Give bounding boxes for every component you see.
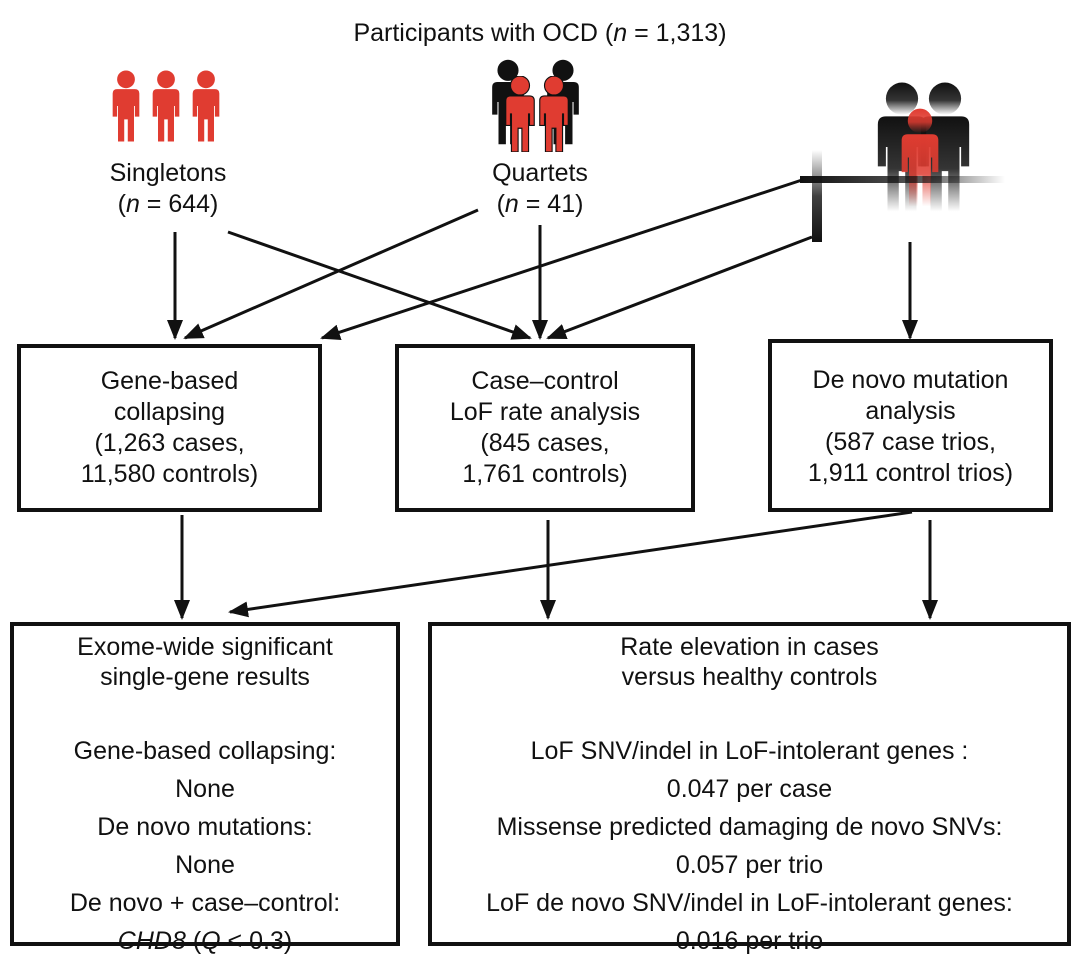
- single-gene-results-box: Exome-wide significant single-gene resul…: [10, 622, 400, 955]
- results-right-r3-label: LoF de novo SNV/indel in LoF-intolerant …: [486, 889, 1013, 917]
- singletons-n-var: n: [125, 190, 140, 218]
- results-left-title1: Exome-wide significant: [77, 633, 333, 661]
- chd8-gene: CHD8: [117, 927, 186, 955]
- quartets-open-paren: (: [496, 190, 505, 218]
- trio-vertical-connector: [812, 150, 822, 242]
- singleton-person-3: [192, 70, 220, 142]
- de-novo-line2: analysis: [865, 397, 956, 425]
- results-left-title2: single-gene results: [100, 663, 310, 691]
- header-prefix: Participants with OCD (: [353, 19, 614, 47]
- results-right-r1-value: 0.047 per case: [666, 775, 833, 803]
- results-right-r2-value: 0.057 per trio: [675, 851, 824, 879]
- gene-based-line1: Gene-based: [100, 367, 239, 395]
- results-right-r2-label: Missense predicted damaging de novo SNVs…: [496, 813, 1003, 841]
- results-left-r3-value: CHD8 (Q < 0.3): [14, 922, 396, 960]
- arrow-denovo-to-results-left: [228, 510, 913, 618]
- arrow-quartets-to-gene: [183, 208, 479, 340]
- quartets-count: (n = 41): [440, 189, 640, 220]
- case-control-line3: (845 cases,: [480, 429, 610, 457]
- singleton-person-1: [112, 70, 140, 142]
- arrows-top: [167, 178, 918, 340]
- case-control-line2: LoF rate analysis: [449, 398, 641, 426]
- quartets-label-block: Quartets (n = 41): [440, 158, 640, 220]
- quartets-label: Quartets: [492, 159, 588, 187]
- singletons-count: (n = 644): [68, 189, 268, 220]
- de-novo-line3: (587 case trios,: [825, 428, 996, 456]
- de-novo-mutation-box: De novo mutation analysis (587 case trio…: [768, 339, 1053, 512]
- singletons-open-paren: (: [117, 190, 126, 218]
- results-left-r3-open: (: [185, 927, 202, 955]
- singleton-person-2: [152, 70, 180, 142]
- de-novo-line4: 1,911 control trios): [807, 459, 1014, 487]
- header-n-var: n: [613, 19, 628, 47]
- case-control-line1: Case–control: [471, 367, 619, 395]
- results-left-r3-label: De novo + case–control:: [69, 889, 341, 917]
- results-left-r2-label: De novo mutations:: [97, 813, 313, 841]
- header-suffix: = 1,313): [627, 19, 727, 47]
- singletons-label-block: Singletons (n = 644): [68, 158, 268, 220]
- singleton-person-icon: [112, 70, 220, 142]
- arrow-trios-to-gene: [320, 178, 803, 340]
- results-right-title1: Rate elevation in cases: [620, 633, 879, 661]
- participants-header: Participants with OCD (n = 1,313): [290, 18, 790, 49]
- trio-family-icon: [877, 82, 970, 212]
- quartets-n-var: n: [504, 190, 519, 218]
- arrow-singletons-to-casecontrol: [227, 230, 532, 340]
- results-left-r1-value: None: [175, 775, 235, 803]
- gene-based-collapsing-box: Gene-based collapsing (1,263 cases, 11,5…: [17, 344, 322, 512]
- results-left-r2-value: None: [175, 851, 235, 879]
- gene-based-line2: collapsing: [113, 398, 226, 426]
- case-control-line4: 1,761 controls): [462, 460, 628, 488]
- arrow-trios-to-casecontrol: [546, 235, 813, 340]
- results-right-title2: versus healthy controls: [621, 663, 878, 691]
- case-control-box: Case–control LoF rate analysis (845 case…: [395, 344, 695, 512]
- singletons-n-text: = 644): [139, 190, 219, 218]
- arrows-bottom: [174, 510, 938, 620]
- quartet-family-icon: [492, 59, 579, 152]
- rate-elevation-box: Rate elevation in cases versus healthy c…: [428, 622, 1071, 955]
- gene-based-line4: 11,580 controls): [80, 460, 259, 488]
- singletons-label: Singletons: [109, 159, 227, 187]
- de-novo-line1: De novo mutation: [812, 366, 1009, 394]
- gene-based-line3: (1,263 cases,: [94, 429, 245, 457]
- trio-horizontal-connector: [800, 176, 1005, 183]
- results-right-r3-value: 0.016 per trio: [675, 927, 824, 955]
- q-var: Q: [201, 927, 221, 955]
- results-left-r3-rest: < 0.3): [220, 927, 293, 955]
- results-right-r1-label: LoF SNV/indel in LoF-intolerant genes :: [530, 737, 969, 765]
- quartets-n-text: = 41): [518, 190, 584, 218]
- results-left-r1-label: Gene-based collapsing:: [73, 737, 337, 765]
